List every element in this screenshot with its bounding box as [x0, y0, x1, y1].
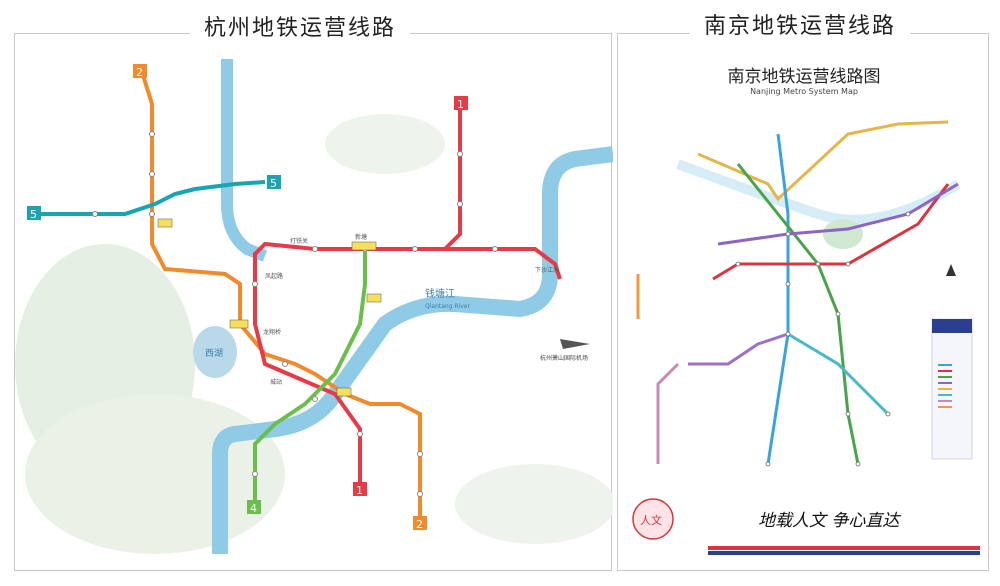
lake-label: 西湖	[205, 348, 223, 359]
hangzhou-metro-map: 西湖 钱塘江 Qiantang River 下沙江滨 新塘 龙翔桥 凤起路 打铁…	[15, 59, 613, 554]
airport-label: 杭州萧山国际机场	[540, 354, 588, 362]
interchange-marker	[229, 319, 249, 329]
badge-line-5: 5	[270, 177, 277, 190]
legend-header	[932, 319, 972, 333]
interchange-marker	[351, 241, 377, 251]
station-label: 新塘	[355, 233, 367, 241]
hangzhou-panel-title: 杭州地铁运营线路	[190, 10, 411, 42]
interchange-marker	[366, 293, 382, 303]
nanjing-map-title-en: Nanjing Metro System Map	[750, 87, 858, 96]
line-badges: 2 1 5 5 4 2 1	[27, 64, 468, 531]
station-label: 城站	[270, 378, 282, 386]
station-label: 凤起路	[265, 272, 283, 280]
compass-icon	[946, 264, 956, 276]
logo-text: 人文	[640, 513, 662, 527]
nanjing-slogan: 地载人文 争心直达	[758, 511, 901, 531]
badge-line-2: 2	[416, 518, 423, 531]
footer-bar	[708, 551, 980, 555]
line-s3	[656, 362, 680, 464]
nanjing-metro-map: 南京地铁运营线路图 Nanjing Metro System Map	[632, 67, 980, 555]
badge-line-4: 4	[250, 502, 257, 515]
line-5	[35, 180, 266, 216]
line-2	[140, 71, 422, 524]
station-label: 龙翔桥	[263, 328, 281, 336]
river-label-en: Qiantang River	[425, 303, 470, 310]
hill-area	[455, 464, 613, 544]
nanjing-map-title: 南京地铁运营线路图	[728, 67, 881, 87]
hill-area	[25, 394, 285, 554]
badge-line-1: 1	[457, 98, 464, 111]
hangzhou-map-panel: 西湖 钱塘江 Qiantang River 下沙江滨 新塘 龙翔桥 凤起路 打铁…	[14, 33, 613, 571]
line-1-branch	[445, 247, 562, 280]
yangtze-river	[676, 159, 961, 225]
west-lake	[193, 326, 237, 378]
qiantang-river	[212, 146, 613, 554]
airport-icon	[560, 339, 590, 349]
river-label: 钱塘江	[425, 287, 455, 300]
line-s1	[787, 332, 890, 416]
interchange-marker	[336, 387, 352, 397]
badge-line-1: 1	[356, 484, 363, 497]
badge-line-5: 5	[30, 208, 37, 221]
park-area	[823, 219, 863, 249]
nanjing-panel-title: 南京地铁运营线路	[690, 8, 911, 40]
line-1	[766, 133, 790, 465]
line-10	[697, 120, 949, 202]
footer-bar	[708, 546, 980, 550]
badge-line-2: 2	[136, 66, 143, 79]
hill-area	[325, 114, 445, 174]
canal	[221, 59, 268, 262]
line-s3-link	[688, 332, 789, 366]
station-label: 下沙江滨	[535, 266, 559, 274]
legend-lines	[938, 364, 952, 408]
stations	[735, 211, 911, 467]
interchange-marker	[157, 218, 173, 228]
station-label: 打铁关	[290, 237, 308, 245]
nanjing-logo	[632, 498, 674, 540]
nanjing-map-panel: 南京地铁运营线路图 Nanjing Metro System Map	[617, 33, 989, 571]
line-4	[253, 244, 367, 509]
line-4	[717, 182, 959, 246]
